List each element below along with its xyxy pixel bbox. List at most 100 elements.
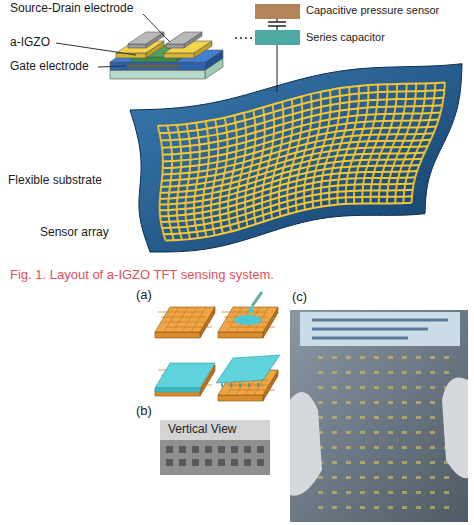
micro-pillar — [257, 383, 259, 387]
photo-sensor-dot — [360, 431, 365, 434]
photo-sensor-dot — [388, 491, 393, 494]
photo-sensor-dot — [430, 446, 435, 449]
sensor-grid-line — [177, 125, 182, 240]
photo-sensor-dot — [388, 386, 393, 389]
sensor-grid-line — [412, 82, 445, 202]
micro-pillar — [239, 383, 241, 387]
label-holder: a-IGZO — [10, 36, 50, 50]
photo-sensor-dot — [430, 506, 435, 509]
tile-grid — [173, 307, 188, 332]
photo-sensor-dot — [346, 506, 351, 509]
image-label: Vertical View — [168, 423, 236, 437]
photo-sensor-dot — [346, 491, 351, 494]
label-holder: Flexible substrate — [8, 174, 102, 188]
part-label: Series capacitor — [306, 31, 385, 44]
photo-sensor-dot — [346, 431, 351, 434]
photo-sensor-dot — [444, 371, 449, 374]
micro-pillar — [230, 383, 232, 387]
photo-sensor-dot — [332, 506, 337, 509]
photo-sensor-dot — [416, 356, 421, 359]
photo-sensor-dot — [430, 386, 435, 389]
droplet — [234, 315, 262, 325]
photo-sensor-dot — [346, 416, 351, 419]
photo-sensor-dot — [318, 476, 323, 479]
polymer-layer — [155, 388, 200, 392]
photo-sensor-dot — [430, 491, 435, 494]
photo-sensor-dot — [374, 476, 379, 479]
photo-sensor-dot — [346, 371, 351, 374]
sem-feature — [231, 459, 238, 466]
sem-image — [160, 420, 270, 475]
photo-sensor-dot — [360, 416, 365, 419]
sensor-grid-line — [211, 120, 218, 236]
sensor-grid-line — [203, 121, 209, 237]
pipette — [252, 292, 262, 306]
panel-label: (b) — [136, 404, 152, 419]
micro-pillar — [248, 383, 250, 387]
photo-sensor-dot — [374, 446, 379, 449]
photo-sensor-dot — [402, 356, 407, 359]
sem-feature — [166, 446, 173, 453]
leader-line — [98, 66, 126, 67]
photo-sensor-dot — [388, 356, 393, 359]
drain-electrode — [164, 53, 194, 58]
capacitor-wire — [277, 45, 278, 92]
photo-sensor-dot — [332, 356, 337, 359]
panel-label: (c) — [292, 290, 307, 305]
photo-sensor-dot — [374, 356, 379, 359]
photo-sensor-dot — [402, 506, 407, 509]
photo-sensor-dot — [402, 401, 407, 404]
part-label: Gate electrode — [10, 60, 89, 74]
substrate-tile — [218, 332, 263, 338]
device-photo — [290, 310, 468, 522]
photo-sensor-dot — [332, 401, 337, 404]
photo-sensor-dot — [374, 386, 379, 389]
photo-sensor-dot — [360, 491, 365, 494]
photo-sensor-dot — [402, 491, 407, 494]
sem-feature — [179, 446, 186, 453]
photo-sensor-dot — [444, 356, 449, 359]
photo-sensor-dot — [402, 476, 407, 479]
tile-grid — [191, 307, 206, 332]
photo-sensor-dot — [402, 371, 407, 374]
photo-sensor-dot — [430, 476, 435, 479]
contact-pad — [166, 44, 184, 48]
sensor-grid-line — [167, 125, 173, 240]
photo-paper-print — [312, 328, 428, 331]
photo-sensor-dot — [360, 371, 365, 374]
photo-sensor-dot — [332, 386, 337, 389]
tile-grid — [221, 312, 266, 313]
tile-grid — [158, 312, 203, 313]
contact-pad — [166, 32, 202, 44]
photo-sensor-dot — [318, 386, 323, 389]
photo-sensor-dot — [388, 401, 393, 404]
pressure-sensor-plate — [255, 4, 300, 19]
label-holder: (c) — [292, 290, 307, 305]
polymer-layer — [155, 363, 215, 388]
sensor-grid-line — [403, 83, 435, 203]
sensor-grid-line — [194, 123, 200, 238]
photo-sensor-dot — [346, 356, 351, 359]
micro-pillar — [221, 383, 223, 387]
photo-sensor-dot — [360, 476, 365, 479]
photo-sensor-dot — [388, 506, 393, 509]
photo-sensor-dot — [430, 401, 435, 404]
substrate-tile — [155, 332, 200, 338]
tile-grid — [167, 327, 212, 328]
sem-feature — [205, 446, 212, 453]
sem-feature — [218, 459, 225, 466]
photo-sensor-dot — [388, 431, 393, 434]
photo-sensor-dot — [318, 371, 323, 374]
photo-sensor-dot — [374, 401, 379, 404]
photo-sensor-dot — [318, 491, 323, 494]
substrate-tile — [218, 395, 263, 401]
dotted-link — [235, 37, 255, 39]
flexible-sheet — [130, 64, 462, 252]
label-holder: Gate electrode — [10, 60, 89, 74]
photo-paper-print — [312, 319, 448, 322]
photo-glove — [290, 392, 322, 496]
label-holder: Series capacitor — [306, 31, 385, 44]
series-capacitor-plate — [255, 30, 300, 45]
sem-feature — [244, 459, 251, 466]
substrate-tile — [218, 307, 278, 332]
